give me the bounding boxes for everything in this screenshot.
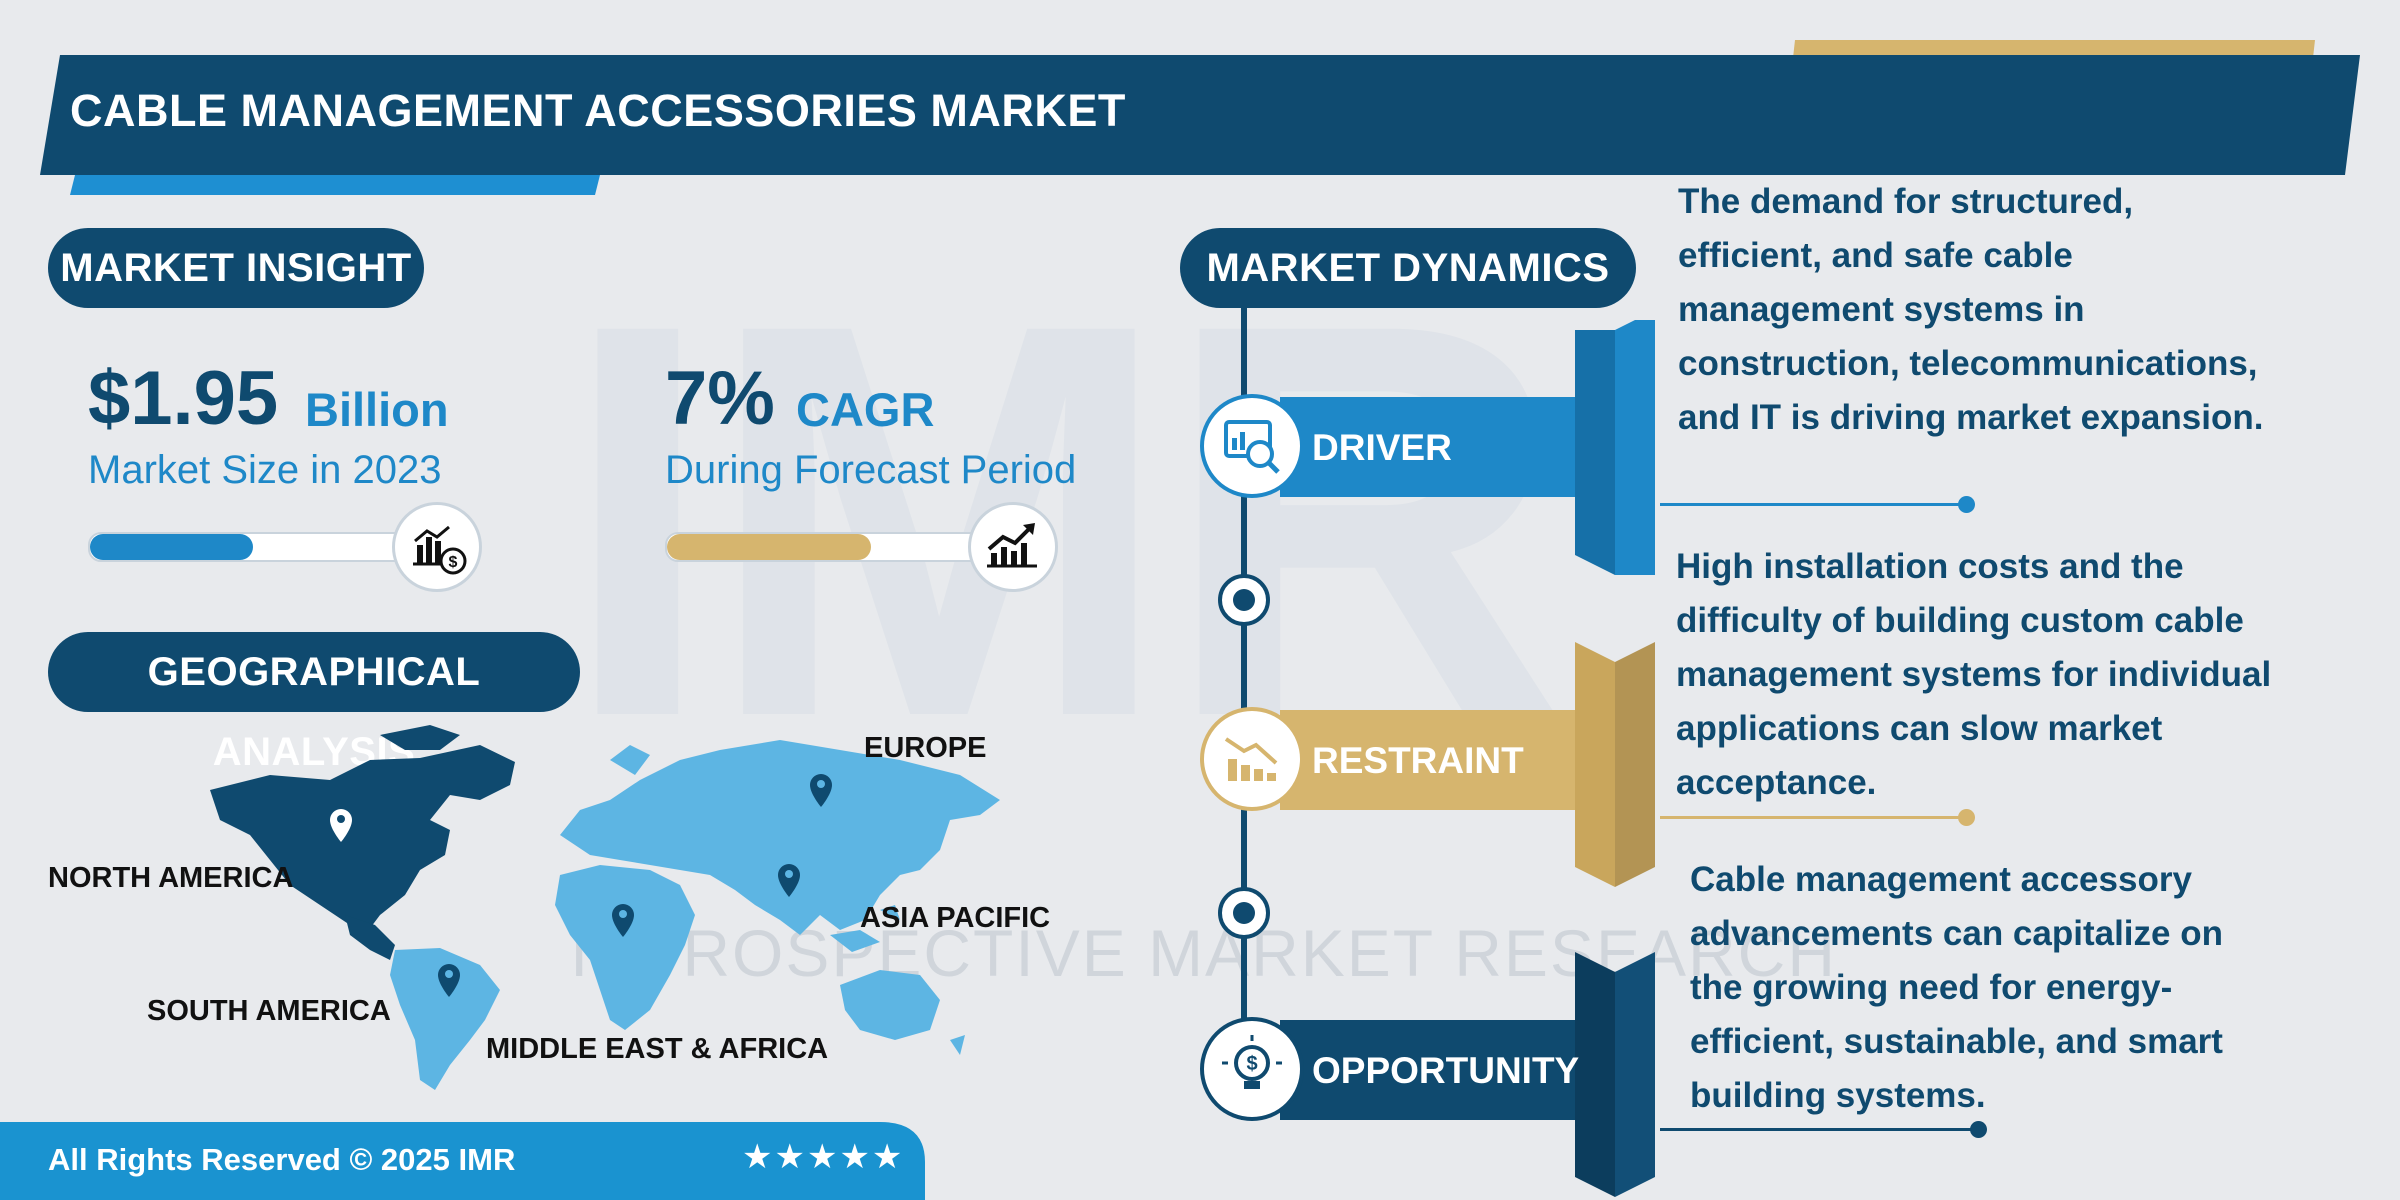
market-insight-heading: MARKET INSIGHT xyxy=(48,228,424,308)
svg-text:$: $ xyxy=(449,554,458,571)
declining-chart-icon xyxy=(1200,707,1304,811)
geographical-analysis-heading: GEOGRAPHICAL ANALYSIS xyxy=(48,632,580,774)
market-size-label: Market Size in 2023 xyxy=(88,448,442,492)
cagr-value: 7% xyxy=(665,356,775,441)
market-size-unit: Billion xyxy=(305,383,449,436)
region-label-europe: EUROPE xyxy=(864,732,987,764)
eurasia-shape xyxy=(560,740,1000,935)
header-banner xyxy=(40,40,2360,195)
lightbulb-dollar-icon: $ xyxy=(1200,1017,1304,1121)
south-america-shape xyxy=(390,948,500,1090)
copyright-text: All Rights Reserved © 2025 IMR xyxy=(48,1142,516,1177)
dynamics-ribbons xyxy=(1218,320,1655,1197)
opportunity-description: Cable management accessory advancements … xyxy=(1690,860,2223,1115)
location-pin-icon xyxy=(330,809,352,842)
svg-text:$: $ xyxy=(1246,1053,1257,1075)
region-label-south-america: SOUTH AMERICA xyxy=(147,995,391,1027)
market-size-value: $1.95 xyxy=(88,356,279,441)
region-label-north-america: NORTH AMERICA xyxy=(48,862,294,894)
opportunity-connector-dot xyxy=(1970,1121,1987,1138)
restraint-connector xyxy=(1660,816,1966,819)
footer-bar xyxy=(0,1122,925,1200)
restraint-connector-dot xyxy=(1958,809,1975,826)
market-dynamics-heading: MARKET DYNAMICS xyxy=(1180,228,1636,308)
driver-connector-dot xyxy=(1958,496,1975,513)
market-size-progress xyxy=(88,532,432,562)
driver-connector xyxy=(1660,503,1966,506)
restraint-description: High installation costs and the difficul… xyxy=(1676,547,2272,802)
rating-stars: ★★★★★ xyxy=(742,1138,905,1176)
presentation-chart-icon xyxy=(1200,394,1304,498)
north-america-shape xyxy=(210,725,515,960)
driver-description: The demand for structured, efficient, an… xyxy=(1678,182,2264,437)
world-map xyxy=(210,725,1000,1090)
trending-up-icon xyxy=(968,502,1058,592)
africa-shape xyxy=(555,865,695,1030)
cagr-unit: CAGR xyxy=(796,383,935,436)
restraint-label: RESTRAINT xyxy=(1312,740,1524,781)
driver-label: DRIVER xyxy=(1312,427,1452,468)
location-pin-icon xyxy=(778,864,800,897)
region-label-middle-east-africa: MIDDLE EAST & AFRICA xyxy=(486,1033,829,1065)
australia-shape xyxy=(840,970,940,1040)
opportunity-label: OPPORTUNITY xyxy=(1312,1050,1580,1091)
cagr-progress xyxy=(665,532,1009,562)
location-pin-icon xyxy=(810,774,832,807)
page-title: CABLE MANAGEMENT ACCESSORIES MARKET xyxy=(70,85,1126,136)
chart-dollar-icon: $ xyxy=(392,502,482,592)
region-label-asia-pacific: ASIA PACIFIC xyxy=(860,902,1051,934)
location-pin-icon xyxy=(438,964,460,997)
location-pin-icon xyxy=(612,904,634,937)
cagr-label: During Forecast Period xyxy=(665,448,1077,492)
opportunity-connector xyxy=(1660,1128,1980,1131)
